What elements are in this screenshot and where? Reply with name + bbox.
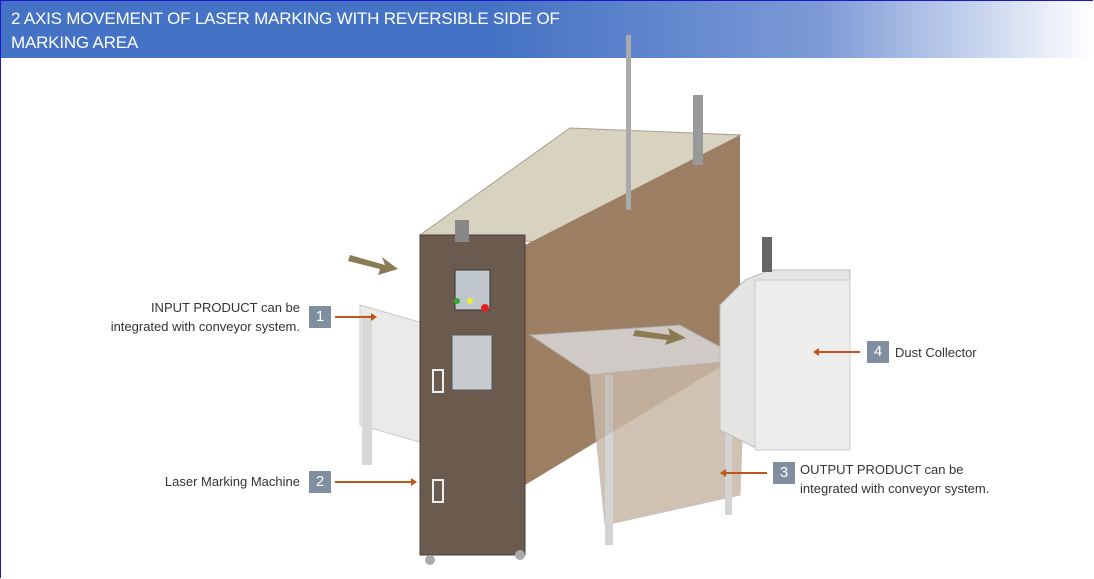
callout-2-badge: 2 bbox=[309, 471, 331, 493]
slide-header: 2 AXIS MOVEMENT OF LASER MARKING WITH RE… bbox=[1, 1, 1094, 58]
output-direction-arrow bbox=[633, 328, 686, 345]
callout-3-arrow bbox=[720, 469, 767, 477]
callout-1-text: INPUT PRODUCT can be integrated with con… bbox=[110, 300, 300, 334]
callout-4-badge: 4 bbox=[867, 341, 889, 363]
callout-3-text: OUTPUT PRODUCT can be integrated with co… bbox=[800, 462, 990, 496]
callout-2-arrow bbox=[335, 478, 417, 486]
callout-4-arrow bbox=[813, 348, 860, 356]
callout-1-badge: 1 bbox=[309, 306, 331, 328]
callout-2-text: Laser Marking Machine bbox=[164, 474, 300, 489]
input-direction-arrow bbox=[348, 255, 398, 275]
callout-4-text: Dust Collector bbox=[895, 345, 977, 360]
laser-marking-machine-illustration bbox=[348, 35, 851, 565]
callout-3-badge: 3 bbox=[773, 462, 795, 484]
dust-collector bbox=[719, 237, 851, 451]
slide-title: 2 AXIS MOVEMENT OF LASER MARKING WITH RE… bbox=[11, 9, 560, 52]
callout-1-arrow bbox=[335, 313, 377, 321]
